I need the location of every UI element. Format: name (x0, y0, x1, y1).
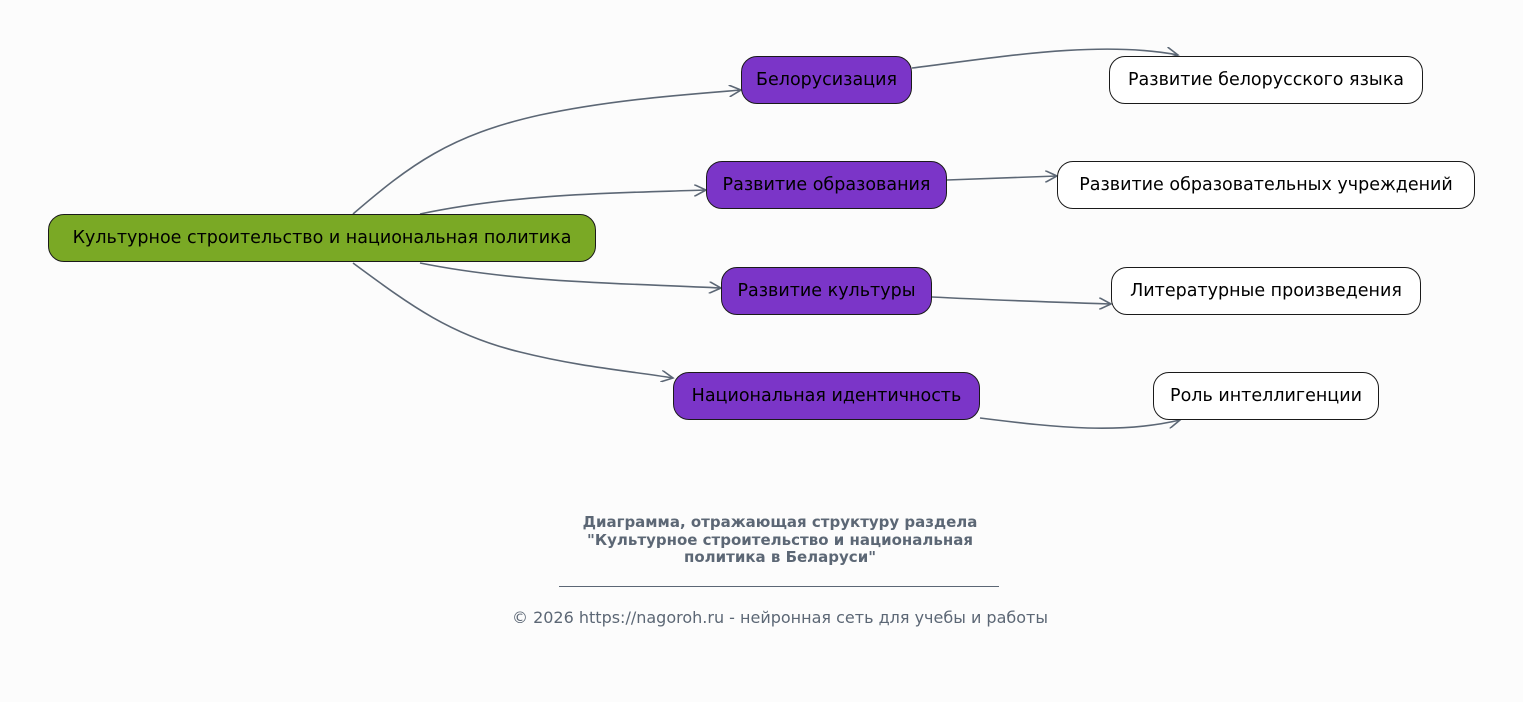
edge-root-identity (352, 262, 673, 378)
root-node: Культурное строительство и национальная … (48, 214, 596, 262)
leaf-node-language: Развитие белорусского языка (1109, 56, 1423, 104)
footer-copyright: © 2026 https://nagoroh.ru - нейронная се… (511, 608, 1048, 627)
branch-node-identity: Национальная идентичность (673, 372, 980, 420)
edge-root-culture (419, 262, 721, 288)
caption-divider (559, 586, 999, 587)
diagram-caption: Диаграмма, отражающая структуру раздела … (582, 513, 978, 566)
edge-education-institutions (946, 176, 1057, 180)
edge-belorusization-language (911, 49, 1178, 69)
leaf-node-literature: Литературные произведения (1111, 267, 1421, 315)
branch-node-education: Развитие образования (706, 161, 947, 209)
edge-identity-intelligentsia (979, 418, 1180, 430)
edge-culture-literature (931, 296, 1111, 304)
branch-node-culture: Развитие культуры (721, 267, 932, 315)
branch-node-belorusization: Белорусизация (741, 56, 912, 104)
edge-root-belorusization (352, 90, 741, 215)
leaf-node-intelligentsia: Роль интеллигенции (1153, 372, 1379, 420)
edge-root-education (419, 190, 706, 215)
leaf-node-institutions: Развитие образовательных учреждений (1057, 161, 1475, 209)
